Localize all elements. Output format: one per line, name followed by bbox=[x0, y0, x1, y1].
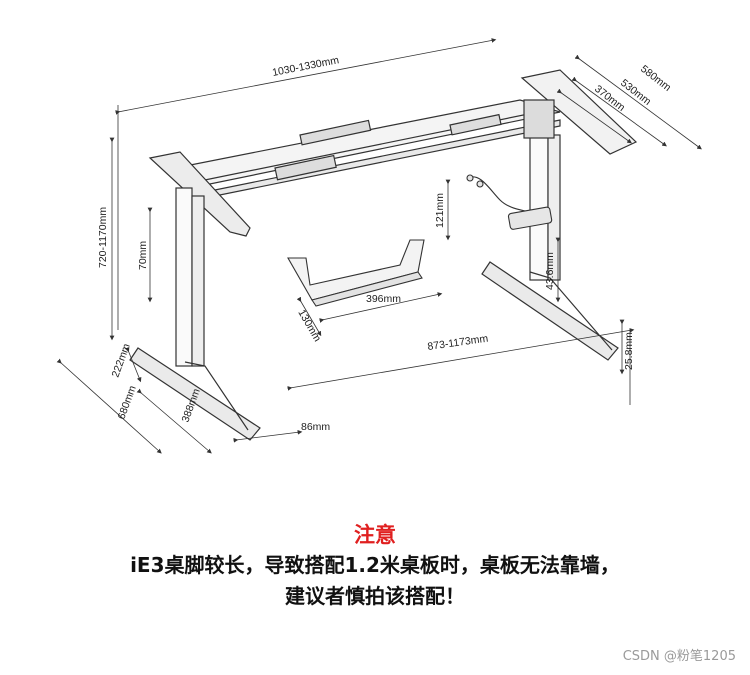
dim-controller-height: 121mm bbox=[434, 193, 446, 228]
dim-foot-width: 86mm bbox=[301, 421, 330, 433]
desk-frame-diagram: 1030-1330mm 580mm 530mm 370mm 720-1170mm… bbox=[56, 38, 702, 454]
note-block: 注意 iE3桌脚较长，导致搭配1.2米桌板时，桌板无法靠墙， 建议者慎拍该搭配！ bbox=[0, 520, 750, 612]
dim-leg-height-right: 43.6mm bbox=[544, 252, 556, 290]
dim-upper-gap: 70mm bbox=[137, 241, 149, 270]
dim-foot-depth: 680mm bbox=[116, 384, 139, 421]
note-line-1: iE3桌脚较长，导致搭配1.2米桌板时，桌板无法靠墙， bbox=[130, 553, 620, 577]
dimension-lines bbox=[56, 38, 702, 454]
dim-top-width: 1030-1330mm bbox=[271, 54, 340, 79]
dim-foot-222: 222mm bbox=[110, 342, 133, 379]
dim-tray-length: 396mm bbox=[366, 293, 401, 305]
dim-tray-depth: 130mm bbox=[295, 308, 323, 345]
watermark: CSDN @粉笔1205 bbox=[622, 649, 736, 664]
dim-foot-span: 873-1173mm bbox=[427, 333, 489, 353]
dim-foot-thickness: 25.8mm bbox=[623, 332, 635, 370]
note-line-2: 建议者慎拍该搭配！ bbox=[285, 584, 465, 608]
cable-tray bbox=[287, 239, 425, 307]
desk-frame bbox=[129, 69, 638, 441]
hand-controller bbox=[466, 174, 553, 230]
note-title: 注意 bbox=[354, 523, 396, 547]
dim-height-range: 720-1170mm bbox=[97, 207, 109, 268]
dim-bracket-depth: 580mm bbox=[638, 63, 673, 94]
